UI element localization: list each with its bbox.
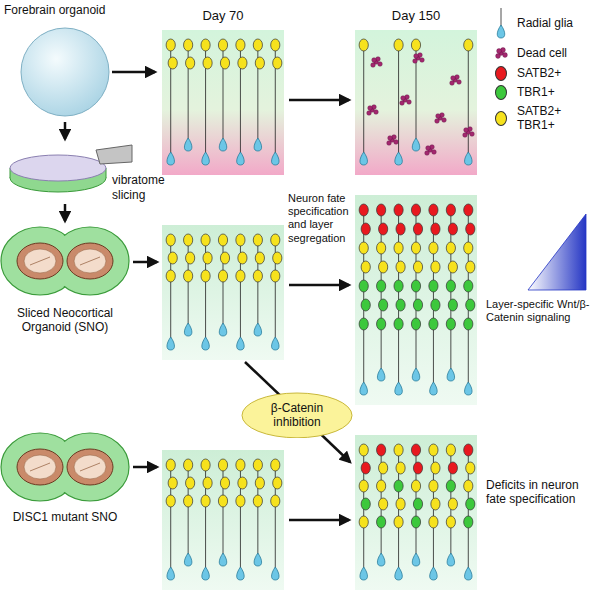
legend: Radial gliaDead cellSATB2+ TBR1+ SATB2+ TB… [490,6,596,137]
annotation-label: Day 70 [162,8,284,24]
annotation-label: Neuron fate specification and layer segr… [288,192,354,245]
legend-icon [490,85,512,100]
legend-swatch [495,85,507,100]
legend-text: SATB2+ [517,66,595,80]
tissue-panel [162,30,284,175]
flow-arrow [133,466,157,469]
tissue-panel [162,450,284,590]
annotation-label: Deficits in neuron fate specification [486,478,598,507]
legend-icon [490,66,512,81]
legend-symbol [491,44,511,62]
slicing-node: vibratome slicing [0,140,172,203]
legend-row: Radial glia [490,6,596,40]
annotation-label: Layer-specific Wnt/β-Catenin signaling [486,298,598,324]
flow-arrow [112,71,155,74]
disc1-node: DISC1 mutant SNO [0,428,130,524]
disc1-sno-slice [1,433,129,501]
legend-text: Radial glia [517,16,595,30]
legend-symbol [491,6,511,40]
tissue-panel [355,30,477,175]
tissue-panel [355,195,477,405]
flow-arrow [289,519,349,522]
node-text: vibratome slicing [112,173,172,202]
legend-row: Dead cell [490,44,596,62]
legend-icon [490,44,512,62]
legend-swatch [495,111,507,126]
legend-row: SATB2+ [490,66,596,81]
flow-arrow [64,204,67,221]
sno-node: Sliced Neocortical Organoid (SNO) [0,222,130,335]
inhibition-ellipse: β-Catenin inhibition [241,392,353,439]
flow-arrow [133,261,157,264]
sno-slice [1,227,129,295]
organoid-node: Forebrain organoid [0,3,130,121]
legend-swatch [495,66,507,81]
flow-arrow [289,284,349,287]
legend-text: TBR1+ [517,85,595,99]
legend-icon [490,6,512,40]
annotation-label: Day 150 [355,8,477,24]
tissue-panel [162,225,284,360]
legend-text: Dead cell [517,46,595,60]
node-text: DISC1 mutant SNO [0,510,130,524]
tissue-panel [355,435,477,590]
legend-row: SATB2+ TBR1+ [490,104,596,133]
organoid-sphere [21,28,109,116]
node-text: Forebrain organoid [0,3,130,17]
signal-gradient-triangle [528,214,586,290]
legend-icon [490,111,512,126]
legend-row: TBR1+ [490,85,596,100]
ellipse-fill [242,393,352,438]
node-text: β-Catenin inhibition [256,401,338,430]
flow-arrow [64,122,67,139]
legend-text: SATB2+ TBR1+ [517,104,595,133]
node-text: Sliced Neocortical Organoid (SNO) [0,306,130,335]
flow-arrow [289,99,349,102]
